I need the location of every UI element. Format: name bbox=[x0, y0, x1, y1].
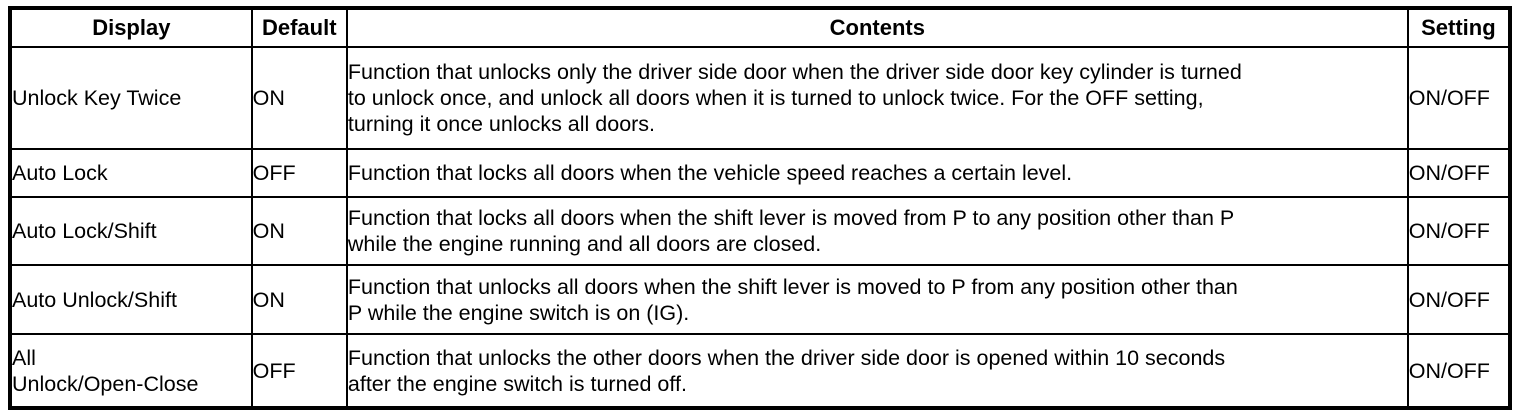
table-row: All Unlock/Open-Close OFF Function that … bbox=[9, 333, 1512, 409]
contents-line: to unlock once, and unlock all doors whe… bbox=[347, 86, 1204, 110]
table-row: Auto Lock/Shift ON Function that locks a… bbox=[9, 196, 1512, 266]
cell-contents: Function that locks all doors when the s… bbox=[345, 196, 1409, 266]
contents-line: while the engine running and all doors a… bbox=[347, 232, 822, 256]
cell-display: All Unlock/Open-Close bbox=[9, 333, 253, 409]
contents-line: after the engine switch is turned off. bbox=[347, 371, 687, 396]
display-line: Auto Lock bbox=[12, 161, 108, 185]
column-header-setting: Setting bbox=[1406, 7, 1512, 48]
contents-line: turning it once unlocks all doors. bbox=[347, 112, 656, 136]
cell-setting: ON/OFF bbox=[1406, 46, 1512, 150]
cell-default: ON bbox=[250, 196, 348, 266]
contents-line: Function that unlocks all doors when the… bbox=[347, 274, 1238, 299]
cell-display: Auto Lock bbox=[9, 148, 253, 198]
table-row: Auto Unlock/Shift ON Function that unloc… bbox=[9, 264, 1512, 335]
contents-line: Function that unlocks only the driver si… bbox=[347, 60, 1242, 84]
table-row: Auto Lock OFF Function that locks all do… bbox=[9, 148, 1512, 198]
cell-display: Auto Unlock/Shift bbox=[9, 264, 253, 335]
cell-display: Auto Lock/Shift bbox=[9, 196, 253, 266]
header-row: Display Default Contents Setting bbox=[9, 7, 1512, 48]
contents-line: Function that unlocks the other doors wh… bbox=[347, 345, 1226, 370]
cell-contents: Function that unlocks only the driver si… bbox=[345, 46, 1409, 150]
contents-line: P while the engine switch is on (IG). bbox=[347, 300, 690, 325]
cell-contents: Function that locks all doors when the v… bbox=[345, 148, 1409, 198]
cell-setting: ON/OFF bbox=[1406, 264, 1512, 335]
display-line: Unlock/Open-Close bbox=[12, 371, 199, 396]
display-line: Auto Unlock/Shift bbox=[12, 287, 177, 312]
table-header: Display Default Contents Setting bbox=[9, 7, 1512, 48]
cell-display: Unlock Key Twice bbox=[9, 46, 253, 150]
cell-contents: Function that unlocks all doors when the… bbox=[345, 264, 1409, 335]
cell-contents: Function that unlocks the other doors wh… bbox=[345, 333, 1409, 409]
contents-line: Function that locks all doors when the v… bbox=[347, 161, 1073, 185]
door-lock-settings-table: Display Default Contents Setting Unlock … bbox=[8, 6, 1512, 410]
cell-default: OFF bbox=[250, 333, 348, 409]
display-line: All bbox=[12, 345, 36, 370]
table-row: Unlock Key Twice ON Function that unlock… bbox=[9, 46, 1512, 150]
cell-default: OFF bbox=[250, 148, 348, 198]
cell-default: ON bbox=[250, 46, 348, 150]
table-body: Unlock Key Twice ON Function that unlock… bbox=[9, 46, 1512, 409]
cell-setting: ON/OFF bbox=[1406, 333, 1512, 409]
cell-setting: ON/OFF bbox=[1406, 148, 1512, 198]
contents-line: Function that locks all doors when the s… bbox=[347, 206, 1235, 230]
display-line: Unlock Key Twice bbox=[12, 86, 182, 110]
display-line: Auto Lock/Shift bbox=[12, 219, 157, 243]
column-header-contents: Contents bbox=[345, 7, 1409, 48]
column-header-display: Display bbox=[9, 7, 253, 48]
column-header-default: Default bbox=[250, 7, 348, 48]
cell-setting: ON/OFF bbox=[1406, 196, 1512, 266]
cell-default: ON bbox=[250, 264, 348, 335]
